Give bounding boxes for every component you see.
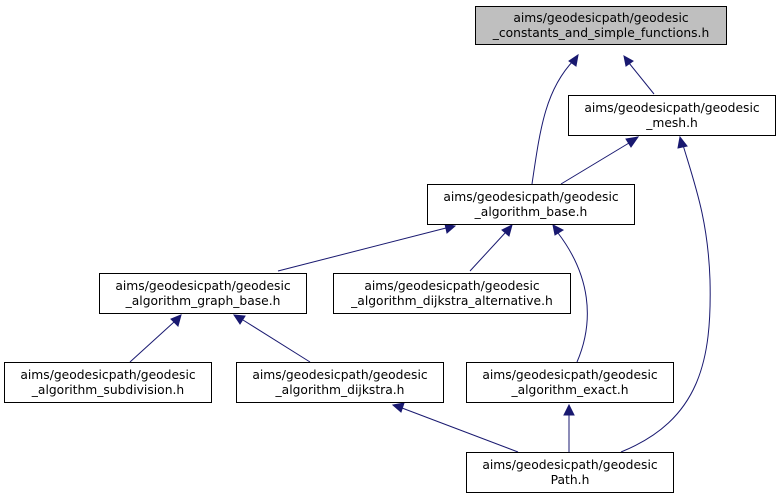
node-label-line1: aims/geodesicpath/geodesic [364,278,540,293]
node-label-line1: aims/geodesicpath/geodesic [482,367,658,382]
edge-base-to-constants [531,59,575,185]
node-algorithm-base-h[interactable]: aims/geodesicpath/geodesic _algorithm_ba… [427,184,635,225]
edge-dijkstraalt-to-base [469,232,506,272]
arrowhead-exact-from-path [563,403,575,416]
edge-path-to-mesh [620,144,711,453]
node-algorithm-graph-base-h[interactable]: aims/geodesicpath/geodesic _algorithm_gr… [99,273,307,314]
arrowhead-mesh-from-path [677,135,688,149]
node-label-line2: _algorithm_base.h [474,204,588,219]
edge-path-to-dijkstra [401,407,519,453]
arrowhead-constants-from-mesh [623,55,634,67]
arrowhead-mesh-from-base [625,136,640,148]
node-algorithm-exact-h[interactable]: aims/geodesicpath/geodesic _algorithm_ex… [466,362,674,403]
node-label-line1: aims/geodesicpath/geodesic [513,10,689,25]
node-mesh-h[interactable]: aims/geodesicpath/geodesic _mesh.h [568,95,776,136]
arrowhead-graphbase-from-dijkstra [233,314,246,325]
node-label-line2: _algorithm_dijkstra_alternative.h [351,293,553,308]
edge-mesh-to-constants [628,62,655,95]
arrowhead-base-from-exact [552,224,565,236]
node-algorithm-subdivision-h[interactable]: aims/geodesicpath/geodesic _algorithm_su… [4,362,212,403]
node-label-line1: aims/geodesicpath/geodesic [443,189,619,204]
node-constants-and-simple-functions-h: aims/geodesicpath/geodesic _constants_an… [475,6,727,45]
node-label-line2: _algorithm_graph_base.h [125,293,281,308]
node-label-line2: _algorithm_dijkstra.h [275,382,405,397]
edge-exact-to-base [557,232,588,363]
node-label-line1: aims/geodesicpath/geodesic [20,367,196,382]
edge-dijkstra-to-graphbase [242,319,311,363]
node-path-h[interactable]: aims/geodesicpath/geodesic Path.h [466,452,674,493]
node-label-line2: _algorithm_subdivision.h [31,382,185,397]
arrowhead-dijkstra-from-path [391,402,405,413]
node-label-line2: _algorithm_exact.h [511,382,629,397]
node-label-line1: aims/geodesicpath/geodesic [252,367,428,382]
arrowhead-base-from-dijkstraalt [501,224,513,237]
arrowhead-graphbase-from-subdivision [170,314,182,327]
edge-subdivision-to-graphbase [129,321,175,363]
arrowhead-constants-from-base [568,53,579,67]
arrowhead-base-from-graphbase [444,223,457,234]
node-label-line2: Path.h [550,472,590,487]
node-label-line2: _mesh.h [646,115,698,130]
node-label-line2: _constants_and_simple_functions.h [492,25,710,40]
edge-base-to-mesh [560,142,630,185]
node-label-line1: aims/geodesicpath/geodesic [115,278,291,293]
node-label-line1: aims/geodesicpath/geodesic [584,100,760,115]
node-label-line1: aims/geodesicpath/geodesic [482,457,658,472]
node-algorithm-dijkstra-h[interactable]: aims/geodesicpath/geodesic _algorithm_di… [236,362,444,403]
edge-graphbase-to-base [277,227,447,272]
node-algorithm-dijkstra-alternative-h[interactable]: aims/geodesicpath/geodesic _algorithm_di… [333,273,571,314]
